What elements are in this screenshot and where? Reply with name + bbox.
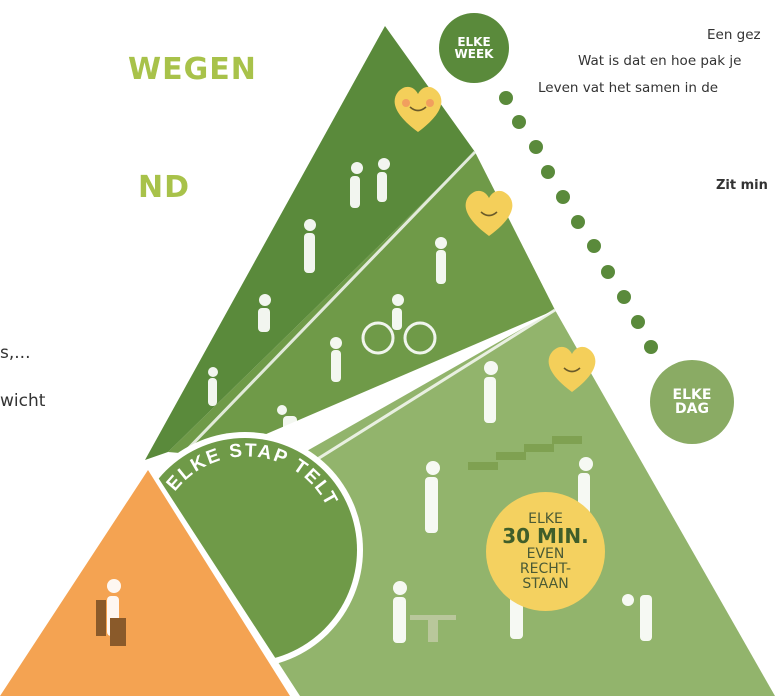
chair-icon [96, 600, 126, 646]
stand-up-line-5: STAAN [522, 575, 569, 592]
section-heading-fragment-2: ND [138, 170, 191, 205]
bike-icon [361, 321, 437, 355]
stand-up-badge: ELKE 30 MIN. EVEN RECHT- STAAN [486, 492, 605, 611]
stand-up-interval: 30 MIN. [502, 524, 589, 549]
heart-icon [548, 346, 596, 392]
intro-line-1: Een gez [707, 27, 761, 43]
sitting-zone [0, 470, 290, 696]
heart-icon [465, 190, 513, 236]
body-text-fragment: s,... [0, 343, 31, 363]
desk-icon [410, 615, 456, 642]
section-heading-fragment: WEGEN [128, 52, 257, 87]
daily-label: ELKE DAG [672, 387, 712, 417]
weekly-label-badge: ELKE WEEK [439, 13, 509, 83]
daily-active-zone [168, 152, 555, 456]
stand-up-line-1: ELKE [528, 510, 563, 527]
stand-up-line-3: EVEN [526, 546, 565, 563]
intro-line-2: Wat is dat en hoe pak je [578, 53, 742, 69]
weekly-label: ELKE WEEK [454, 35, 494, 61]
dotted-connector [499, 91, 658, 354]
daily-label-badge: ELKE DAG [650, 360, 734, 444]
stairs-icon [468, 436, 582, 470]
intro-bold-line: Zit min [716, 178, 768, 193]
intro-line-3: Leven vat het samen in de [538, 80, 719, 96]
body-text-fragment-2: wicht [0, 391, 46, 411]
stand-up-line-4: RECHT- [519, 561, 572, 577]
heart-icon [394, 86, 442, 132]
